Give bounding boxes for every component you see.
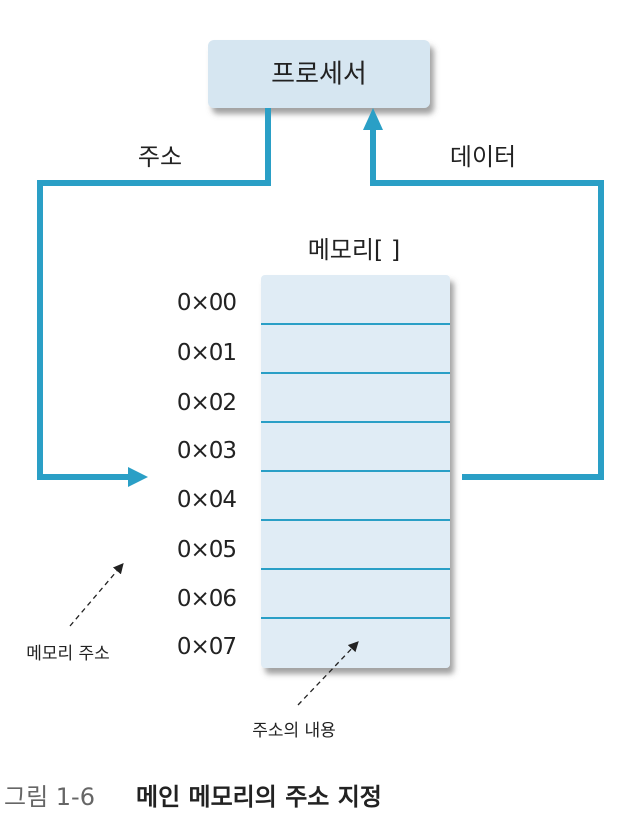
address-labels: 0×00 0×01 0×02 0×03 0×04 0×05 0×06 0×07 [177,290,238,660]
memory-block [261,275,450,668]
address-label: 0×06 [177,586,237,612]
address-arrow-head-icon [128,467,148,487]
caption-title: 메인 메모리의 주소 지정 [136,783,382,811]
address-label: 0×02 [177,390,236,416]
annotation-address-content: 주소의 내용 [252,721,336,741]
address-label: 0×03 [177,438,236,464]
memory-address-pointer-arrow [69,563,124,627]
processor-box: 프로세서 [208,40,430,108]
address-label: 0×05 [177,537,236,563]
figure-caption: 그림 1-6 메인 메모리의 주소 지정 [4,783,382,811]
address-label: 0×00 [177,290,237,316]
data-bus-label: 데이터 [450,143,516,171]
data-bus-line [370,128,604,480]
annotation-memory-address: 메모리 주소 [26,644,110,664]
caption-number: 그림 1-6 [4,783,95,811]
memory-label: 메모리[ ] [308,236,401,264]
address-bus-label: 주소 [138,143,182,171]
processor-label: 프로세서 [271,60,367,90]
address-label: 0×01 [177,340,236,366]
address-label: 0×04 [177,487,237,513]
address-bus-line [37,108,271,480]
address-label: 0×07 [177,634,236,660]
data-arrow-head-icon [363,108,383,130]
